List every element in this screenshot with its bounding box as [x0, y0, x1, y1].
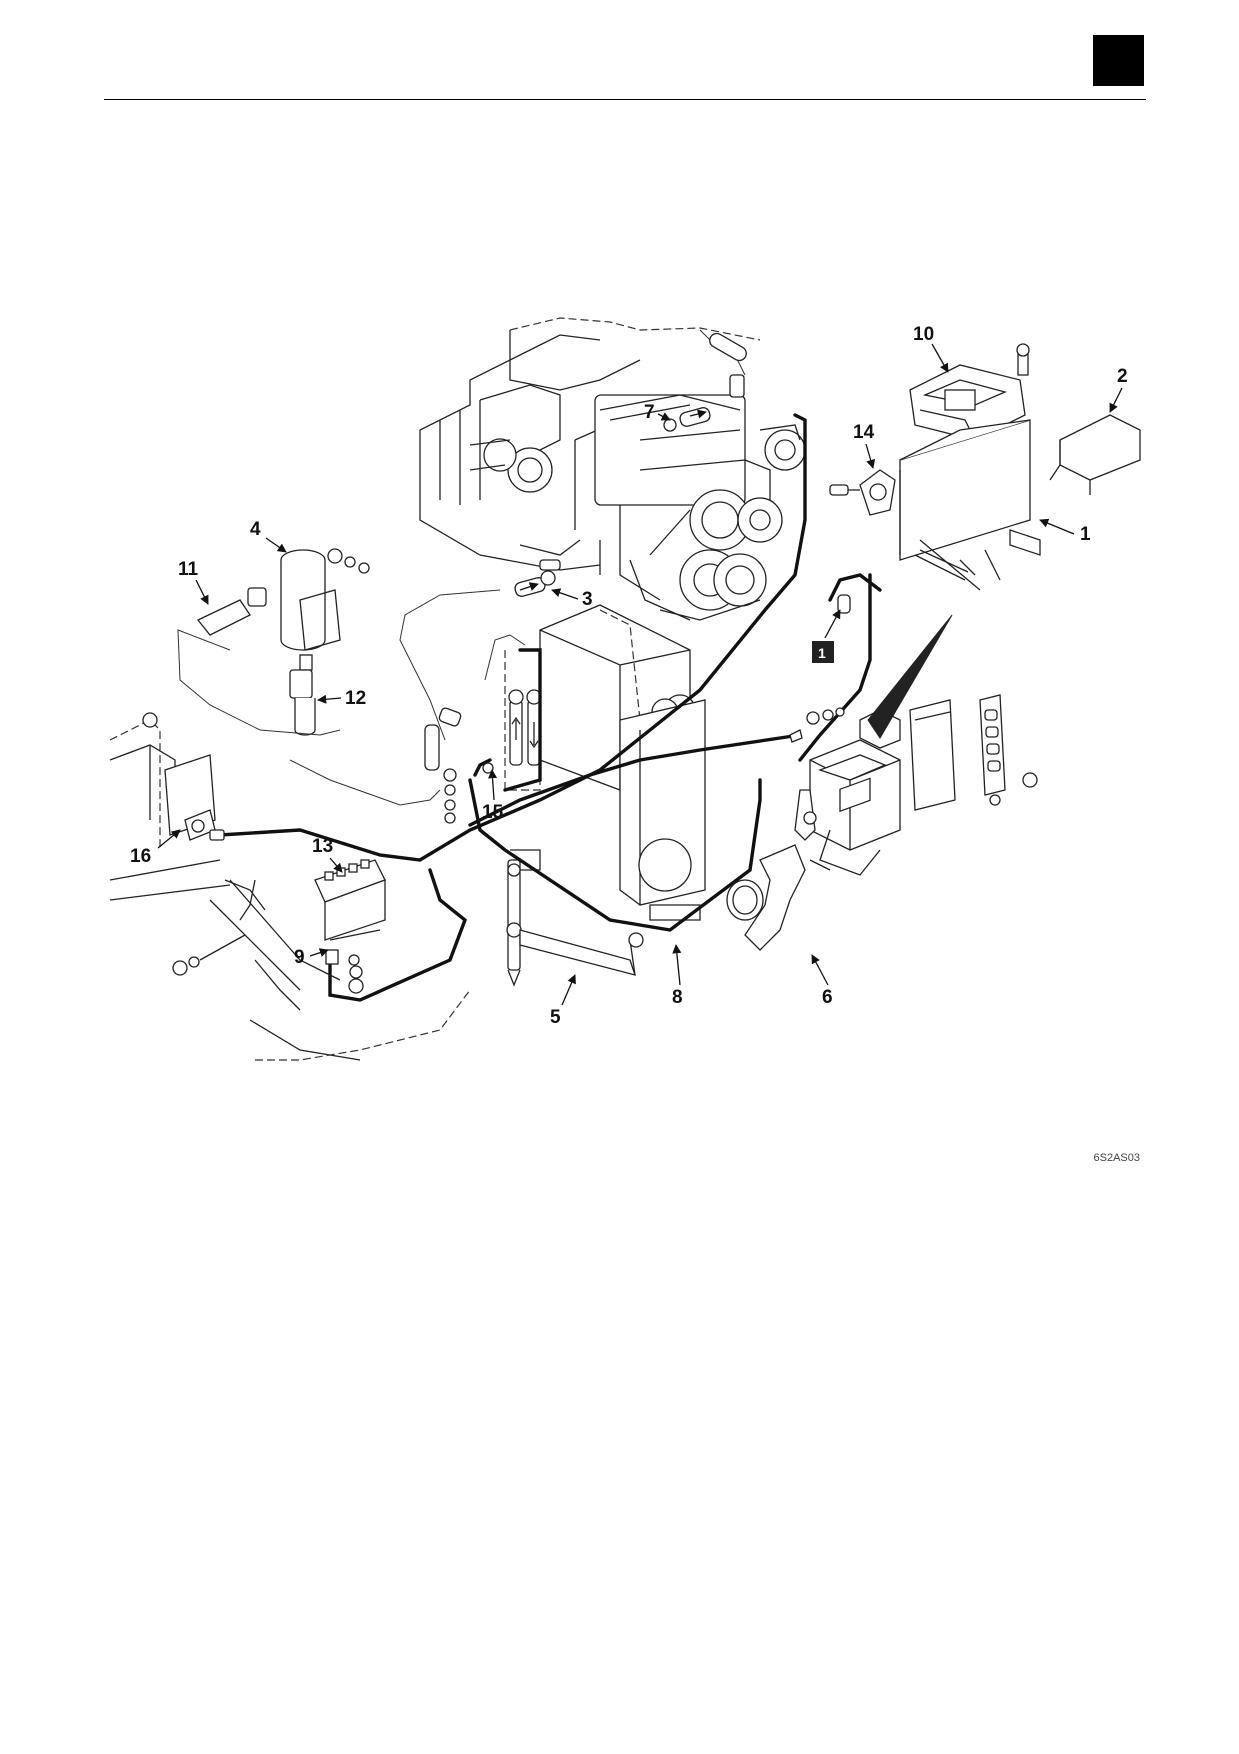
control-unit-assembly: [829, 343, 1141, 591]
callout-5-label: 5: [550, 1007, 561, 1028]
part-7-hose-valve: [663, 407, 711, 432]
callout-6: 6: [811, 954, 833, 1008]
heater-blower-unit: [789, 614, 1038, 876]
callout-15: 15: [482, 769, 504, 823]
callout-6-label: 6: [822, 987, 833, 1008]
callout-4-label: 4: [250, 519, 261, 540]
callout-2: 2: [1109, 366, 1128, 413]
callout-3: 3: [551, 588, 593, 610]
callout-3-label: 3: [582, 589, 593, 610]
part-3-hose-valve: [514, 570, 556, 597]
callout-9: 9: [294, 947, 329, 968]
engine-block: [419, 317, 806, 621]
callout-15-label: 15: [482, 802, 504, 823]
callout-12-label: 12: [345, 688, 366, 709]
callout-2-label: 2: [1117, 366, 1128, 387]
callout-12: 12: [317, 688, 366, 709]
callout-11-label: 11: [178, 559, 199, 580]
section-tab-marker: [1093, 35, 1144, 86]
callout-8: 8: [672, 944, 683, 1008]
callout-1: 1: [1039, 518, 1091, 545]
callout-7: 7: [644, 402, 671, 423]
hoses: [177, 413, 882, 1002]
callout-13: 13: [312, 836, 343, 873]
callout-14-label: 14: [853, 422, 875, 443]
callout-16-label: 16: [130, 846, 151, 867]
callout-11: 11: [178, 559, 209, 605]
callout-8-label: 8: [672, 987, 683, 1008]
part-4-fuel-filter: [196, 548, 370, 736]
callout-10-label: 10: [913, 324, 934, 345]
callout-1-label: 1: [1080, 524, 1091, 545]
callout-7-label: 7: [644, 402, 655, 423]
fittings: [424, 594, 851, 824]
callout-16: 16: [130, 829, 181, 867]
part-6-duct-hose: [726, 844, 831, 951]
callout-10: 10: [913, 324, 949, 373]
cab-console: [109, 712, 471, 1061]
reference-marker-label: 1: [818, 645, 826, 661]
callout-9-label: 9: [294, 947, 305, 968]
figure-code: 6S2AS03: [1093, 1152, 1140, 1164]
callout-4: 4: [250, 519, 287, 553]
reference-marker: 1: [812, 609, 841, 663]
callout-13-label: 13: [312, 836, 333, 857]
callout-5: 5: [550, 974, 576, 1028]
header-rule: [104, 99, 1146, 100]
callout-14: 14: [853, 422, 876, 469]
